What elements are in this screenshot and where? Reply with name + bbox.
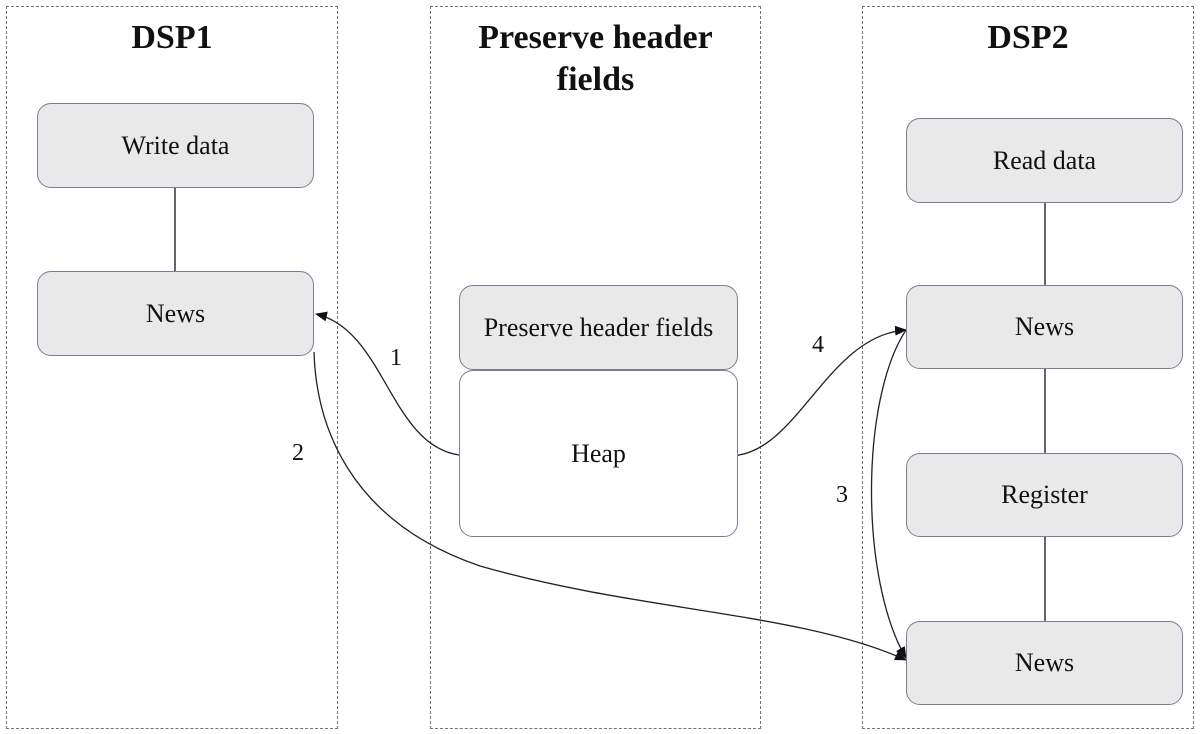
lane-title-dsp1: DSP1 xyxy=(131,19,213,56)
lane-title-dsp2: DSP2 xyxy=(987,19,1069,56)
node-news-dsp1: News xyxy=(37,271,314,356)
edge-label-1: 1 xyxy=(390,345,402,371)
edge-label-4: 4 xyxy=(812,332,824,358)
node-write-data: Write data xyxy=(37,103,314,188)
edge-arrow-1 xyxy=(315,311,460,456)
node-preserve-header-fields: Preserve header fields xyxy=(459,285,738,370)
edge-arrow-4 xyxy=(727,325,907,462)
edge-arrow-2 xyxy=(313,351,907,661)
lane-title-preserve-line2: fields xyxy=(556,61,635,98)
node-news-dsp2-bottom: News xyxy=(906,621,1183,705)
edge-label-3: 3 xyxy=(836,482,848,508)
node-register: Register xyxy=(906,453,1183,537)
edge-label-2: 2 xyxy=(292,440,304,466)
lane-dsp1: DSP1 xyxy=(6,6,338,729)
node-news-dsp2-top: News xyxy=(906,285,1183,369)
lane-title-preserve-line1: Preserve header xyxy=(478,19,713,56)
node-heap: Heap xyxy=(459,370,738,537)
lane-preserve-header-fields: Preserve header fields xyxy=(430,6,761,729)
node-read-data: Read data xyxy=(906,118,1183,203)
edge-arrow-3 xyxy=(870,318,917,659)
